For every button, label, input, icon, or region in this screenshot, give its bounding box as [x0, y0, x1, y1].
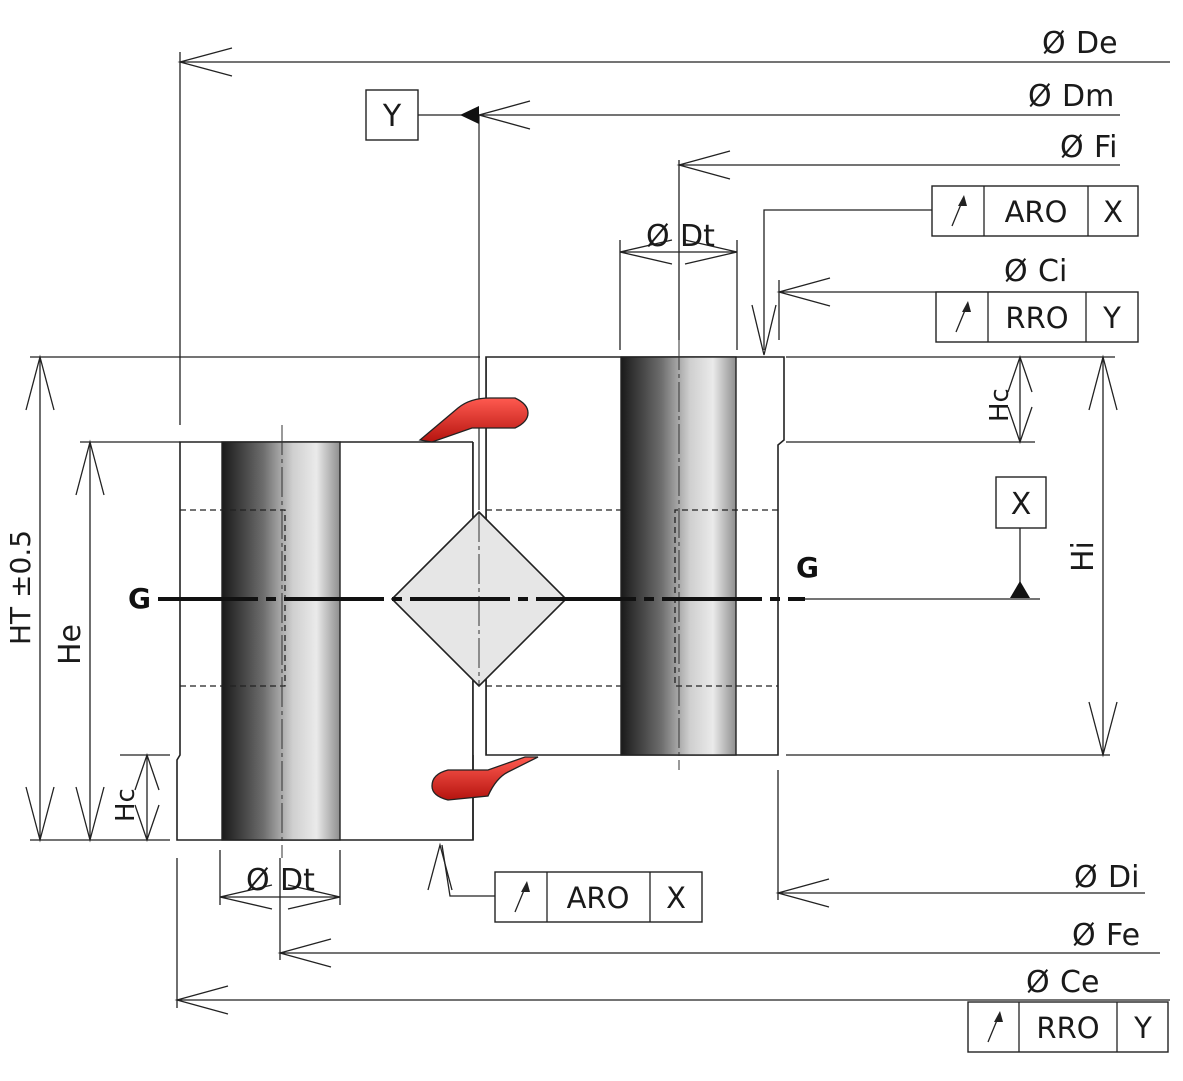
datum-y-triangle: [460, 106, 479, 124]
dim-label-ce-symbol: Ø: [1026, 965, 1050, 1000]
dim-label-dt-top-symbol: Ø: [646, 219, 670, 254]
dim-label-de: De: [1076, 26, 1118, 61]
plane-label-left: G: [128, 582, 151, 615]
dim-label-dm-symbol: Ø: [1028, 79, 1052, 114]
dim-label-di-symbol: Ø: [1074, 860, 1098, 895]
dim-label-fi: Fi: [1094, 130, 1117, 165]
outer-ring-section: [176, 425, 474, 858]
dim-label-fe-symbol: Ø: [1072, 918, 1096, 953]
tolerance-type: RRO: [1005, 301, 1068, 335]
runout-arrow-icon: [951, 195, 967, 227]
datum-box-y: Y: [365, 89, 419, 141]
dim-label-dt-top: Dt: [680, 219, 715, 254]
tolerance-frame-inner-rro: RRO Y: [935, 291, 1139, 343]
tolerance-frame-outer-aro: ARO X: [494, 871, 703, 923]
dim-label-he: He: [53, 624, 88, 665]
outer-ring-bolt-hole: [221, 441, 341, 841]
dim-label-di: Di: [1108, 860, 1139, 895]
top-seal: [418, 397, 529, 443]
datum-box-x: X: [995, 476, 1047, 529]
tolerance-datum: Y: [1133, 1011, 1152, 1045]
dim-label-hi: Hi: [1066, 541, 1101, 572]
runout-arrow-icon: [514, 881, 530, 913]
dim-label-dt-bottom-symbol: Ø: [246, 863, 270, 898]
tolerance-type: ARO: [567, 881, 630, 915]
datum-label-x: X: [1011, 487, 1032, 522]
tolerance-type: RRO: [1036, 1011, 1099, 1045]
inner-ring-section: [485, 340, 785, 770]
datum-x-triangle: [1010, 581, 1030, 598]
dim-label-fe: Fe: [1106, 918, 1140, 953]
dim-label-ci: Ci: [1038, 254, 1067, 289]
tolerance-frame-inner-aro: ARO X: [931, 185, 1139, 237]
tolerance-frame-outer-rro: RRO Y: [967, 1001, 1169, 1053]
dim-label-ce: Ce: [1060, 965, 1099, 1000]
dim-label-hc-right: Hc: [985, 388, 1015, 422]
datum-label-y: Y: [382, 99, 402, 134]
tolerance-datum: X: [1103, 195, 1123, 229]
runout-arrow-icon: [955, 301, 971, 333]
dim-label-ht: HT ±0.5: [4, 530, 37, 645]
plane-label-right: G: [796, 551, 819, 584]
bottom-seal: [431, 756, 539, 801]
dim-label-dm: Dm: [1062, 79, 1114, 114]
dim-label-dt-bottom: Dt: [280, 863, 315, 898]
dim-label-de-symbol: Ø: [1042, 26, 1066, 61]
tolerance-datum: Y: [1102, 301, 1121, 335]
dim-label-hc-left: Hc: [111, 788, 141, 822]
dim-label-fi-symbol: Ø: [1060, 130, 1084, 165]
runout-arrow-icon: [987, 1011, 1003, 1043]
tolerance-type: ARO: [1005, 195, 1068, 229]
tolerance-datum: X: [666, 881, 686, 915]
dim-label-ci-symbol: Ø: [1004, 254, 1028, 289]
